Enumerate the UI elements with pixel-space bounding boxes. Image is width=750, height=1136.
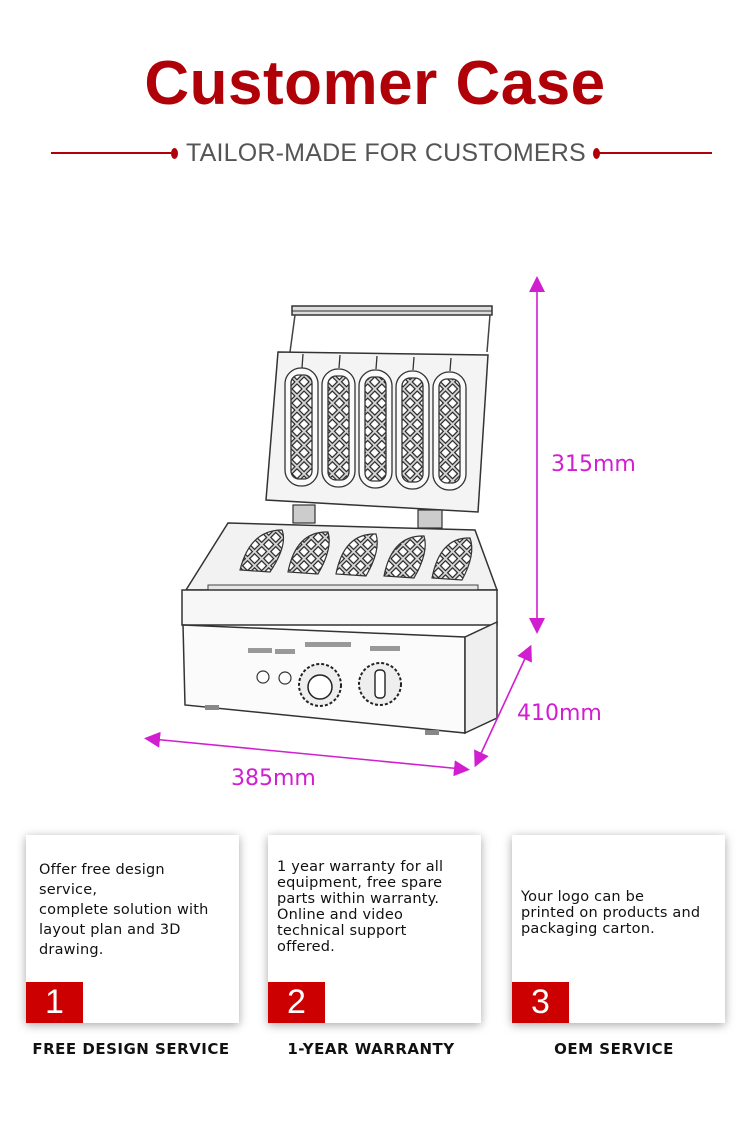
card-text-line: packaging carton.: [521, 921, 655, 937]
card-caption-warranty: 1-YEAR WARRANTY: [287, 1040, 455, 1058]
height-dimension-label: 315mm: [551, 452, 636, 477]
card-text-line: Online and video: [277, 907, 404, 923]
page-subtitle: TAILOR-MADE FOR CUSTOMERS: [186, 139, 586, 167]
subtitle-row: TAILOR-MADE FOR CUSTOMERS: [0, 138, 750, 168]
divider-right: [598, 152, 712, 154]
card-text-line: service,: [39, 882, 98, 898]
card-text-line: technical support: [277, 923, 407, 939]
card-text-line: parts within warranty.: [277, 891, 440, 907]
card-text-line: offered.: [277, 939, 335, 955]
card-number-badge: 1: [26, 982, 83, 1023]
card-text-line: drawing.: [39, 942, 104, 958]
service-card-free-design: Offer free design service, complete solu…: [26, 835, 239, 1023]
card-text-line: equipment, free spare: [277, 875, 443, 891]
card-text-line: 1 year warranty for all: [277, 859, 444, 875]
card-caption-oem: OEM SERVICE: [554, 1040, 674, 1058]
service-card-oem: Your logo can be printed on products and…: [512, 835, 725, 1023]
card-description: Offer free design service, complete solu…: [39, 860, 209, 960]
width-dimension-label: 385mm: [231, 766, 316, 791]
service-card-warranty: 1 year warranty for all equipment, free …: [268, 835, 481, 1023]
waffle-machine-drawing: [144, 276, 545, 777]
card-description: Your logo can be printed on products and…: [521, 889, 700, 937]
depth-dimension-label: 410mm: [517, 701, 602, 726]
divider-dot-right: [593, 148, 600, 159]
card-text-line: Your logo can be: [521, 889, 645, 905]
page-title: Customer Case: [144, 49, 606, 118]
card-caption-free-design: FREE DESIGN SERVICE: [32, 1040, 230, 1058]
card-text-line: complete solution with: [39, 902, 209, 918]
divider-dot-left: [171, 148, 178, 159]
card-text-line: Offer free design: [39, 862, 165, 878]
divider-left: [51, 152, 171, 154]
card-text-line: printed on products and: [521, 905, 701, 921]
card-description: 1 year warranty for all equipment, free …: [277, 859, 443, 955]
card-number-badge: 3: [512, 982, 569, 1023]
card-text-line: layout plan and 3D: [39, 922, 181, 938]
card-number-badge: 2: [268, 982, 325, 1023]
product-illustration: 315mm 410mm 385mm: [0, 250, 750, 810]
